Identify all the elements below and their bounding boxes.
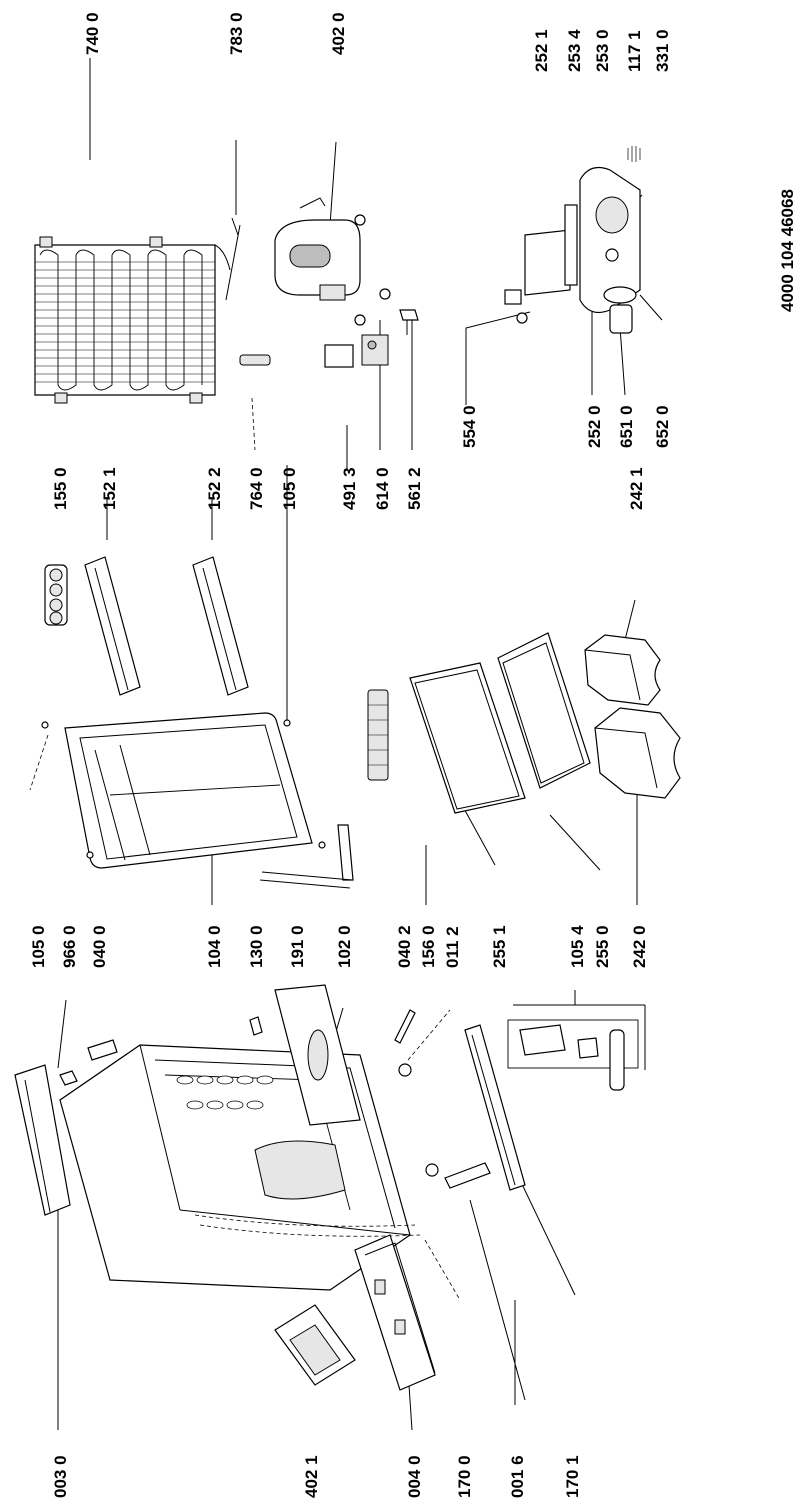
small-hardware [59,1009,439,1177]
part-labels: 740 0 783 0 402 0 252 1 253 4 253 0 117 … [29,12,797,1498]
part-label: 170 1 [563,1455,582,1498]
part-label: 040 0 [90,925,109,968]
part-label: 001 6 [508,1455,527,1498]
part-label: 105 0 [280,467,299,510]
part-label: 155 0 [51,467,70,510]
crisper-boxes [584,634,681,799]
part-label: 740 0 [83,12,102,55]
part-label: 402 0 [329,12,348,55]
part-label: 554 0 [460,405,479,448]
part-label: 170 0 [455,1455,474,1498]
part-label: 652 0 [653,405,672,448]
part-label: 040 2 [395,925,414,968]
bottom-rail [354,1234,436,1391]
compressor [274,197,391,326]
part-label: 152 2 [205,467,224,510]
part-label: 966 0 [60,925,79,968]
drain-parts [444,1024,526,1191]
part-label: 402 1 [302,1455,321,1498]
part-label: 156 0 [419,925,438,968]
fan-unit [274,1304,356,1386]
evaporator-flap [249,984,361,1126]
leader-lines [29,58,663,1431]
condenser-coil [34,236,231,404]
part-label: 614 0 [373,467,392,510]
part-label: 152 1 [100,467,119,510]
hinge-set [507,1019,639,1091]
part-label: 651 0 [617,405,636,448]
top-cover [14,1064,71,1216]
part-label: 130 0 [247,925,266,968]
part-label: 253 4 [565,29,584,72]
door-liner [41,712,354,889]
document-code: 4000 104 46068 [778,189,797,312]
part-label: 561 2 [405,467,424,510]
part-label: 252 0 [585,405,604,448]
part-label: 253 0 [593,29,612,72]
part-label: 191 0 [288,925,307,968]
thermostat-housing [524,146,641,334]
shelf-supports [367,689,389,781]
part-label: 117 1 [625,30,644,72]
part-label: 104 0 [205,925,224,968]
part-label: 011 2 [443,926,462,968]
door-shelves [44,556,249,696]
part-label: 003 0 [51,1455,70,1498]
glass-shelves [409,632,591,814]
part-label: 331 0 [653,29,672,72]
part-label: 242 0 [630,925,649,968]
electrical-parts [324,289,528,368]
part-label: 491 3 [340,467,359,510]
part-label: 783 0 [227,12,246,55]
part-label: 105 0 [29,925,48,968]
drier-and-pipe [225,217,271,366]
part-label: 252 1 [532,29,551,72]
part-label: 105 4 [568,925,587,968]
part-label: 004 0 [405,1455,424,1498]
part-label: 255 0 [593,925,612,968]
part-label: 764 0 [247,467,266,510]
part-label: 102 0 [335,925,354,968]
part-label: 255 1 [490,925,509,968]
part-label: 242 1 [627,467,646,510]
